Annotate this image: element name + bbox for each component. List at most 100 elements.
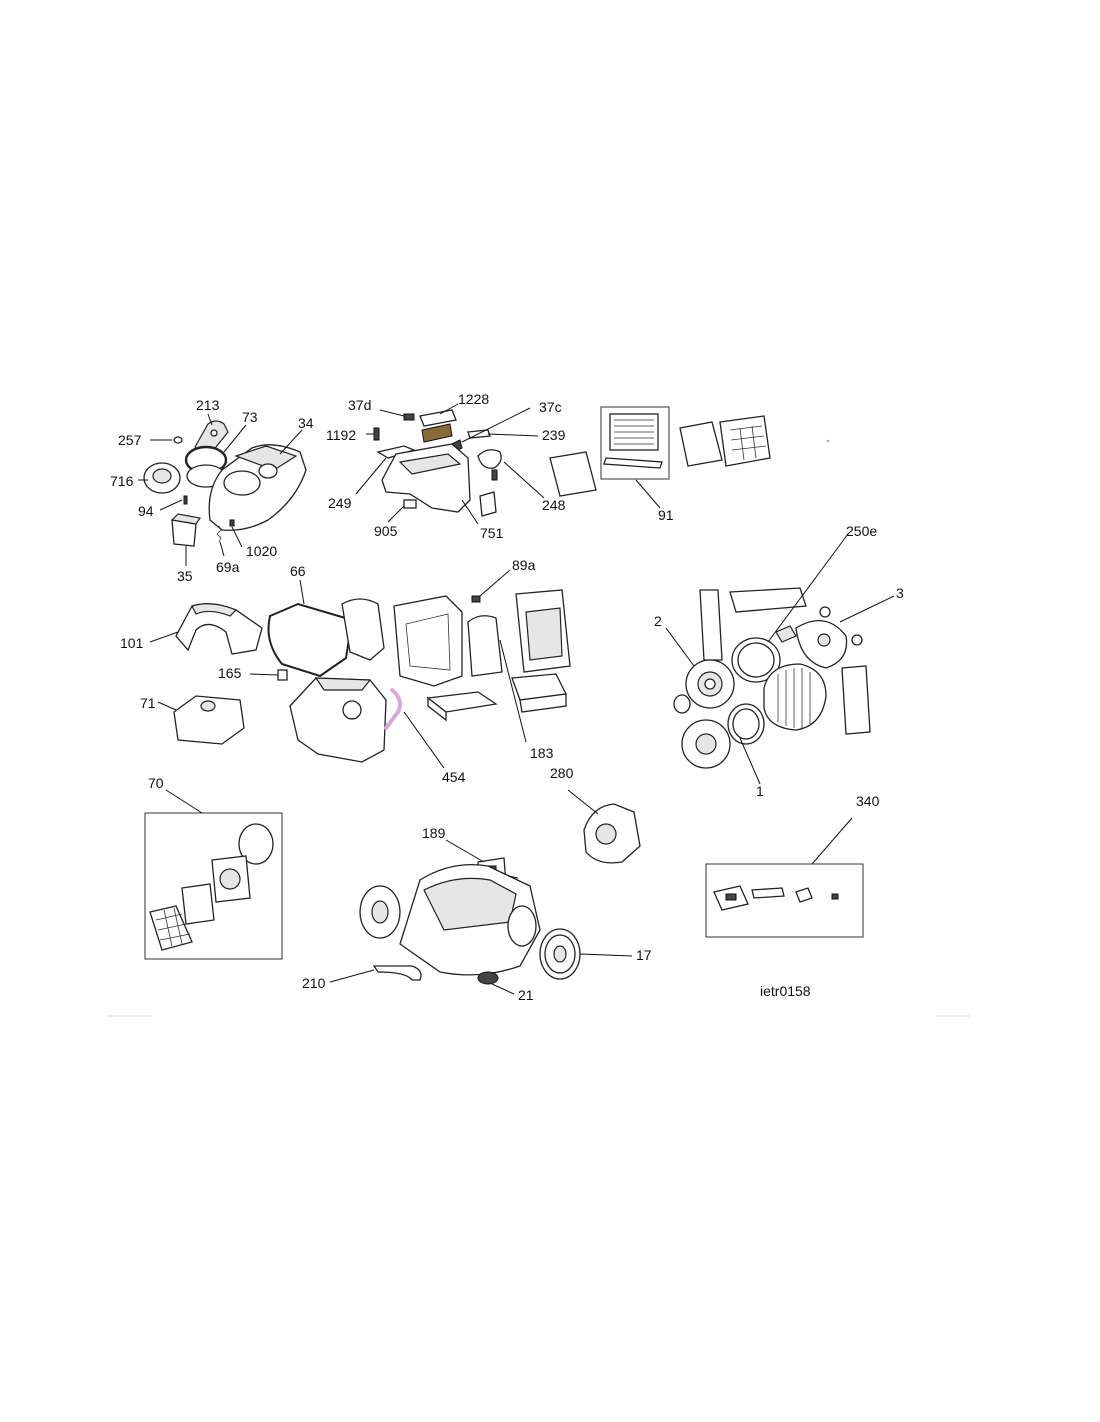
label-34: 34 — [298, 415, 314, 431]
flat-filter-panel — [467, 615, 503, 677]
kit-70-frame-hole — [219, 868, 241, 890]
part-1020-clip — [229, 519, 235, 527]
filter-kit-grille — [614, 419, 654, 445]
label-210: 210 — [302, 975, 326, 991]
kit-70-grille-grid — [155, 907, 191, 947]
label-239: 239 — [542, 427, 566, 443]
leader-37d — [379, 409, 405, 417]
leader-1020 — [231, 526, 243, 548]
filter-tray-inner — [525, 607, 563, 661]
stray-dot — [826, 439, 830, 443]
leader-1228 — [439, 403, 459, 415]
leader-1 — [739, 737, 761, 785]
body-container-group: 101 66 89a 165 71 454 183 — [120, 557, 571, 785]
label-73: 73 — [242, 409, 258, 425]
dust-container-vent — [342, 700, 362, 720]
label-716: 716 — [110, 473, 134, 489]
motor-strip-filter-left — [699, 589, 723, 661]
part-165-fitting — [277, 669, 288, 681]
part-66-gasket — [267, 602, 354, 678]
leader-189-screw — [507, 875, 519, 879]
part-17-wheel-hub — [553, 945, 567, 963]
label-37d: 37d — [348, 397, 371, 413]
motor-fan-vents — [777, 668, 811, 728]
part-454-hose — [384, 688, 402, 730]
part-1-gasket-inner — [732, 708, 760, 740]
leader-34 — [279, 429, 303, 455]
leader-71 — [157, 701, 177, 711]
part-716-cap-inner — [152, 468, 172, 484]
part-751-wall — [479, 491, 497, 517]
label-257: 257 — [118, 432, 142, 448]
leader-73 — [223, 424, 247, 453]
kit-340-group: 340 — [705, 793, 880, 938]
hepa-filter-frame — [719, 415, 771, 467]
part-183-foam-left-side — [427, 696, 447, 722]
label-183: 183 — [530, 745, 554, 761]
label-17: 17 — [636, 947, 652, 963]
kit-340-bracket — [795, 887, 813, 903]
part-89a-fitting — [471, 595, 481, 603]
label-94: 94 — [138, 503, 154, 519]
part-101-handle-top — [191, 603, 238, 617]
top-cover-group: 37d 1228 37c 1192 239 249 248 905 751 — [326, 391, 566, 541]
label-66: 66 — [290, 563, 306, 579]
part-34-lid-opening — [223, 470, 261, 496]
part-91-small-panel — [549, 451, 597, 497]
filter-kit-bracket — [603, 457, 663, 469]
leader-239 — [487, 433, 539, 437]
leader-213 — [207, 413, 213, 426]
part-1228-panel — [419, 409, 457, 427]
kit-340-strip — [751, 887, 785, 899]
label-340: 340 — [856, 793, 880, 809]
part-257-ring — [173, 436, 183, 444]
leader-91 — [635, 479, 661, 509]
label-248: 248 — [542, 497, 566, 513]
part-37d — [403, 413, 415, 421]
part-34-lid-top — [234, 445, 298, 471]
container-cage-inner — [405, 613, 451, 671]
leader-751 — [461, 499, 479, 525]
chassis-wheel-well — [507, 905, 537, 947]
kit-70-pad — [181, 883, 215, 925]
label-249: 249 — [328, 495, 352, 511]
diagram-code: ietr0158 — [760, 983, 811, 999]
label-69a: 69a — [216, 559, 240, 575]
motor-bracket — [775, 625, 797, 643]
part-751-housing — [381, 443, 471, 513]
part-905-clip — [403, 499, 417, 509]
label-1020: 1020 — [246, 543, 277, 559]
leader-280 — [567, 789, 599, 815]
part-248-pin — [491, 469, 498, 481]
filter-kit-91-group: 91 — [549, 406, 830, 523]
label-91: 91 — [658, 507, 674, 523]
leader-249 — [355, 457, 387, 495]
label-1228: 1228 — [458, 391, 489, 407]
container-cage — [393, 595, 463, 687]
part-210-bumper — [372, 965, 422, 981]
leader-89a — [479, 569, 511, 597]
motor-nut-left — [819, 606, 831, 618]
label-3: 3 — [896, 585, 904, 601]
motor-nut-right — [851, 634, 863, 646]
filter-pad — [679, 421, 723, 467]
label-165: 165 — [218, 665, 242, 681]
part-249-slider — [376, 445, 416, 459]
part-3-end-plate-hub — [817, 633, 831, 647]
part-250e-sleeve-inner — [737, 642, 775, 678]
part-34-lid-opening2 — [258, 463, 278, 479]
kit-340-box — [705, 863, 864, 938]
chassis-group: 280 189 17 210 21 — [302, 765, 652, 1003]
leader-2 — [665, 627, 695, 667]
label-454: 454 — [442, 769, 466, 785]
leader-248 — [503, 461, 545, 499]
label-189: 189 — [422, 825, 446, 841]
leader-165 — [249, 673, 279, 676]
lid-group: 257 213 73 34 716 94 1020 35 69a — [110, 397, 314, 584]
motor-small-ring — [673, 694, 691, 714]
label-35: 35 — [177, 568, 193, 584]
label-213: 213 — [196, 397, 220, 413]
part-751-housing-top — [398, 453, 462, 475]
label-905: 905 — [374, 523, 398, 539]
